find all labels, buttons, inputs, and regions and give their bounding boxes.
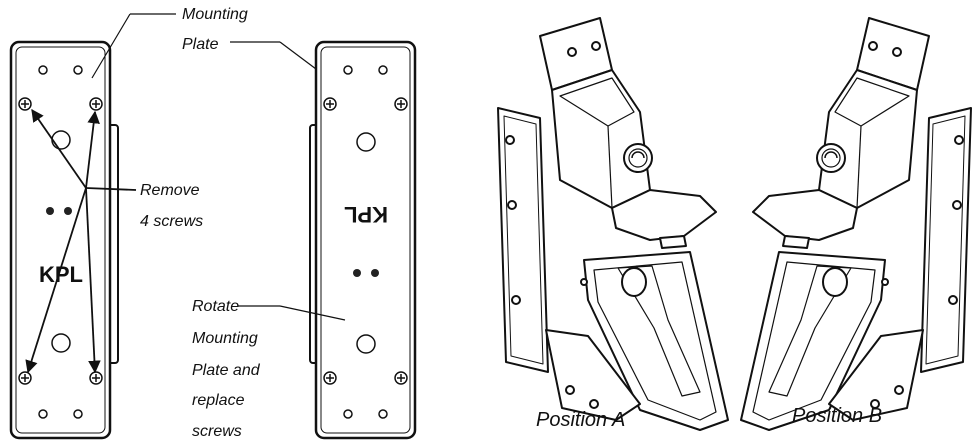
screw-icon	[89, 97, 103, 111]
latch-position-a	[497, 17, 729, 431]
mounting-plate-label-line2: Plate	[182, 36, 219, 53]
brand-mark-rotated: KPL	[344, 202, 388, 227]
remove-screws-label-line2: 4 screws	[140, 213, 203, 230]
mounting-plate-label-line1: Mounting	[182, 6, 248, 23]
position-b-label: Position B	[792, 405, 882, 427]
screw-icon	[323, 371, 337, 385]
rotate-plate-leader	[238, 305, 346, 321]
remove-screws-label-line1: Remove	[140, 182, 200, 199]
screw-icon	[18, 371, 32, 385]
mounting-plate-rotated: KPL	[309, 40, 417, 440]
screw-icon	[18, 97, 32, 111]
rotate-label-line2: Mounting	[192, 330, 258, 347]
rotate-label-line3: Plate and	[192, 362, 261, 379]
rotate-label-line5: screws	[192, 423, 242, 440]
screw-icon	[394, 97, 408, 111]
rotate-label-line1: Rotate	[192, 298, 239, 315]
screw-icon	[323, 97, 337, 111]
mounting-plate-leader	[91, 13, 176, 79]
remove-screws-arrows	[25, 108, 137, 374]
mounting-plate-original: KPL	[9, 40, 119, 440]
rotate-label-line4: replace	[192, 392, 245, 409]
position-a-label: Position A	[536, 409, 625, 431]
screw-icon	[394, 371, 408, 385]
latch-position-b	[740, 17, 972, 431]
screw-icon	[89, 371, 103, 385]
